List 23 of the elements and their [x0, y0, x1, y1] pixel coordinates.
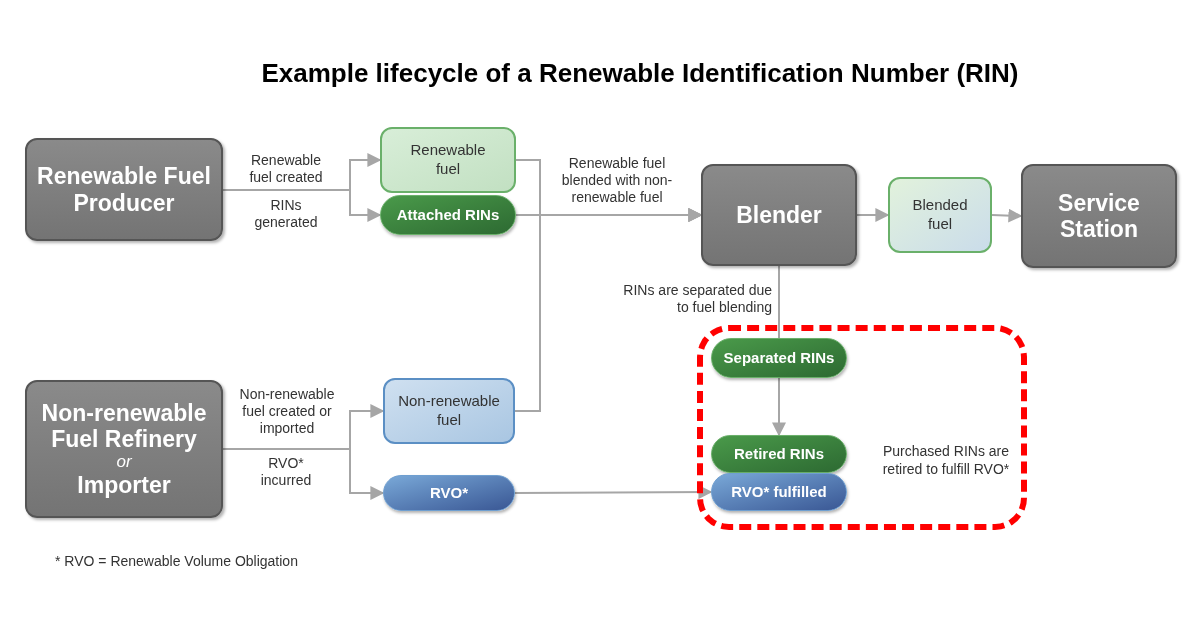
connector-arrow — [856, 208, 890, 222]
fuel-box: Blended fuel — [888, 177, 992, 253]
actor-box: Service Station — [1021, 164, 1177, 268]
actor-box: Non-renewable Fuel Refinery or Importer — [25, 380, 223, 518]
obligation-pill: RVO* fulfilled — [711, 473, 847, 511]
connector-arrow — [222, 189, 382, 222]
rin-pill: Separated RINs — [711, 338, 847, 378]
actor-box: Renewable Fuel Producer — [25, 138, 223, 241]
rin-pill: Retired RINs — [711, 435, 847, 473]
diagram-title: Example lifecycle of a Renewable Identification Number (RIN) — [260, 57, 1020, 90]
highlight-region — [697, 325, 1027, 530]
connector-arrow — [991, 208, 1023, 223]
rin-pill: Attached RINs — [380, 195, 516, 235]
obligation-pill: RVO* — [383, 475, 515, 511]
fuel-box: Renewable fuel — [380, 127, 516, 193]
footnote: * RVO = Renewable Volume Obligation — [55, 552, 298, 571]
connector-arrow — [772, 377, 786, 437]
connector-arrow — [222, 448, 385, 500]
fuel-box: Non-renewable fuel — [383, 378, 515, 444]
connector-arrow — [514, 485, 713, 500]
actor-box: Blender — [701, 164, 857, 266]
note-text: Purchased RINs are retired to fulfill RVO* — [881, 443, 1011, 478]
connector-arrow — [514, 208, 703, 412]
